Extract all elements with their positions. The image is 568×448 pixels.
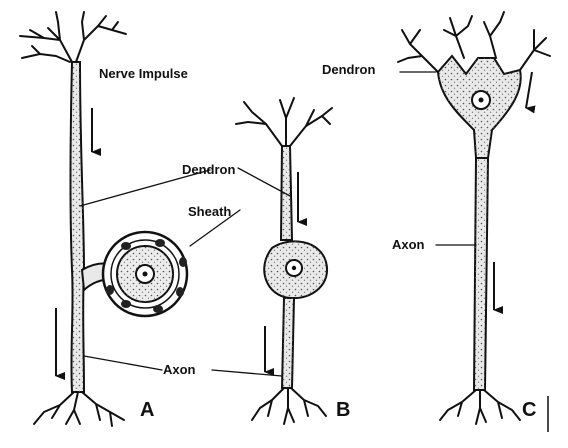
label-axon-bottom: Axon: [163, 362, 196, 377]
neuron-b-terminals: [251, 387, 327, 425]
label-nerve-impulse: Nerve Impulse: [99, 66, 188, 81]
label-dendron-middle: Dendron: [182, 162, 236, 177]
neuron-c-terminals: [439, 389, 521, 425]
neuron-b-dendrites: [235, 97, 333, 147]
label-neuron-a: A: [140, 399, 154, 421]
neuron-c: [397, 11, 551, 425]
neuron-c-dendrites: [397, 11, 551, 73]
label-axon-right: Axon: [392, 237, 425, 252]
neuron-a-sheath-nodes: [106, 239, 187, 313]
label-neuron-b: B: [336, 399, 350, 421]
neuron-a: [19, 11, 189, 427]
label-sheath: Sheath: [188, 204, 231, 219]
label-dendron-right: Dendron: [322, 62, 376, 77]
neuron-a-dendrites: [19, 11, 127, 63]
leader-lines: [79, 71, 477, 377]
neuron-a-terminals: [33, 391, 125, 427]
neuron-b: [235, 97, 333, 425]
label-neuron-c: C: [522, 399, 536, 421]
